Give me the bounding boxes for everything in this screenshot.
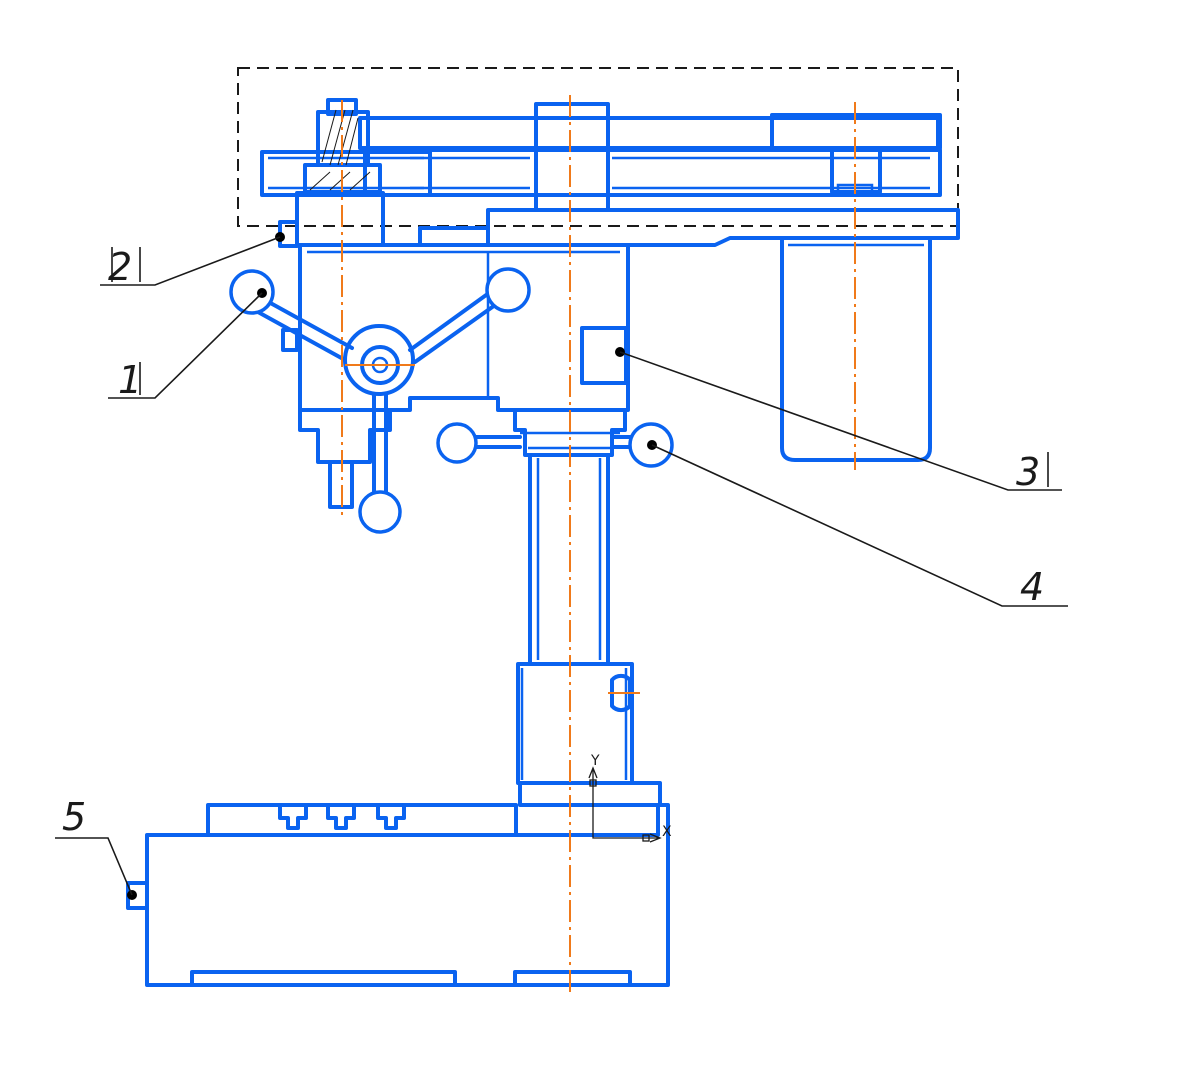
feed-handle-arm-left: [256, 298, 354, 362]
feed-handle-knob-left: [229, 269, 275, 315]
column: [513, 408, 662, 807]
feed-handle-arm-down: [372, 393, 388, 497]
callout-5-label: 5: [62, 795, 86, 839]
arm-lock-bracket: [580, 326, 628, 385]
callout-3-label: 3: [1016, 450, 1040, 494]
arm-upper-rail: [358, 116, 940, 150]
column-top-cap: [534, 102, 610, 212]
radial-arm: [358, 102, 960, 247]
arm-lower-beam: [363, 148, 942, 197]
column-swing-handle: [436, 422, 674, 468]
head-top-block: [295, 191, 385, 247]
feed-hub-outer: [343, 324, 415, 396]
callout-3: 3: [615, 347, 1062, 494]
feed-handle-knob-down: [358, 490, 402, 534]
table-t-slots: [278, 803, 406, 830]
arm-end-block: [770, 113, 942, 194]
arm-envelope-dashed-frame: [237, 67, 959, 227]
swing-knob-left: [436, 422, 478, 464]
spindle-sleeve: [298, 408, 392, 464]
feed-handle-arm-right: [408, 283, 507, 364]
work-table: [206, 803, 518, 837]
callout-4: 4: [647, 440, 1068, 609]
coordinate-system: Y X: [588, 753, 672, 843]
base: [126, 803, 670, 987]
column-clamp-screw: [610, 673, 632, 713]
callout-1: 1: [108, 288, 267, 402]
center-lines: [341, 95, 856, 995]
y-axis-label: Y: [590, 753, 600, 769]
callout-5: 5: [55, 795, 137, 900]
callout-1-label: 1: [118, 358, 142, 402]
drill-head: [229, 191, 630, 534]
x-axis-label: X: [662, 824, 672, 840]
column-collar: [513, 408, 627, 457]
callout-4-label: 4: [1020, 565, 1044, 609]
feed-handle-knob-right: [485, 267, 531, 313]
column-lower-sleeve: [516, 662, 634, 785]
callout-2: 2: [100, 232, 285, 289]
